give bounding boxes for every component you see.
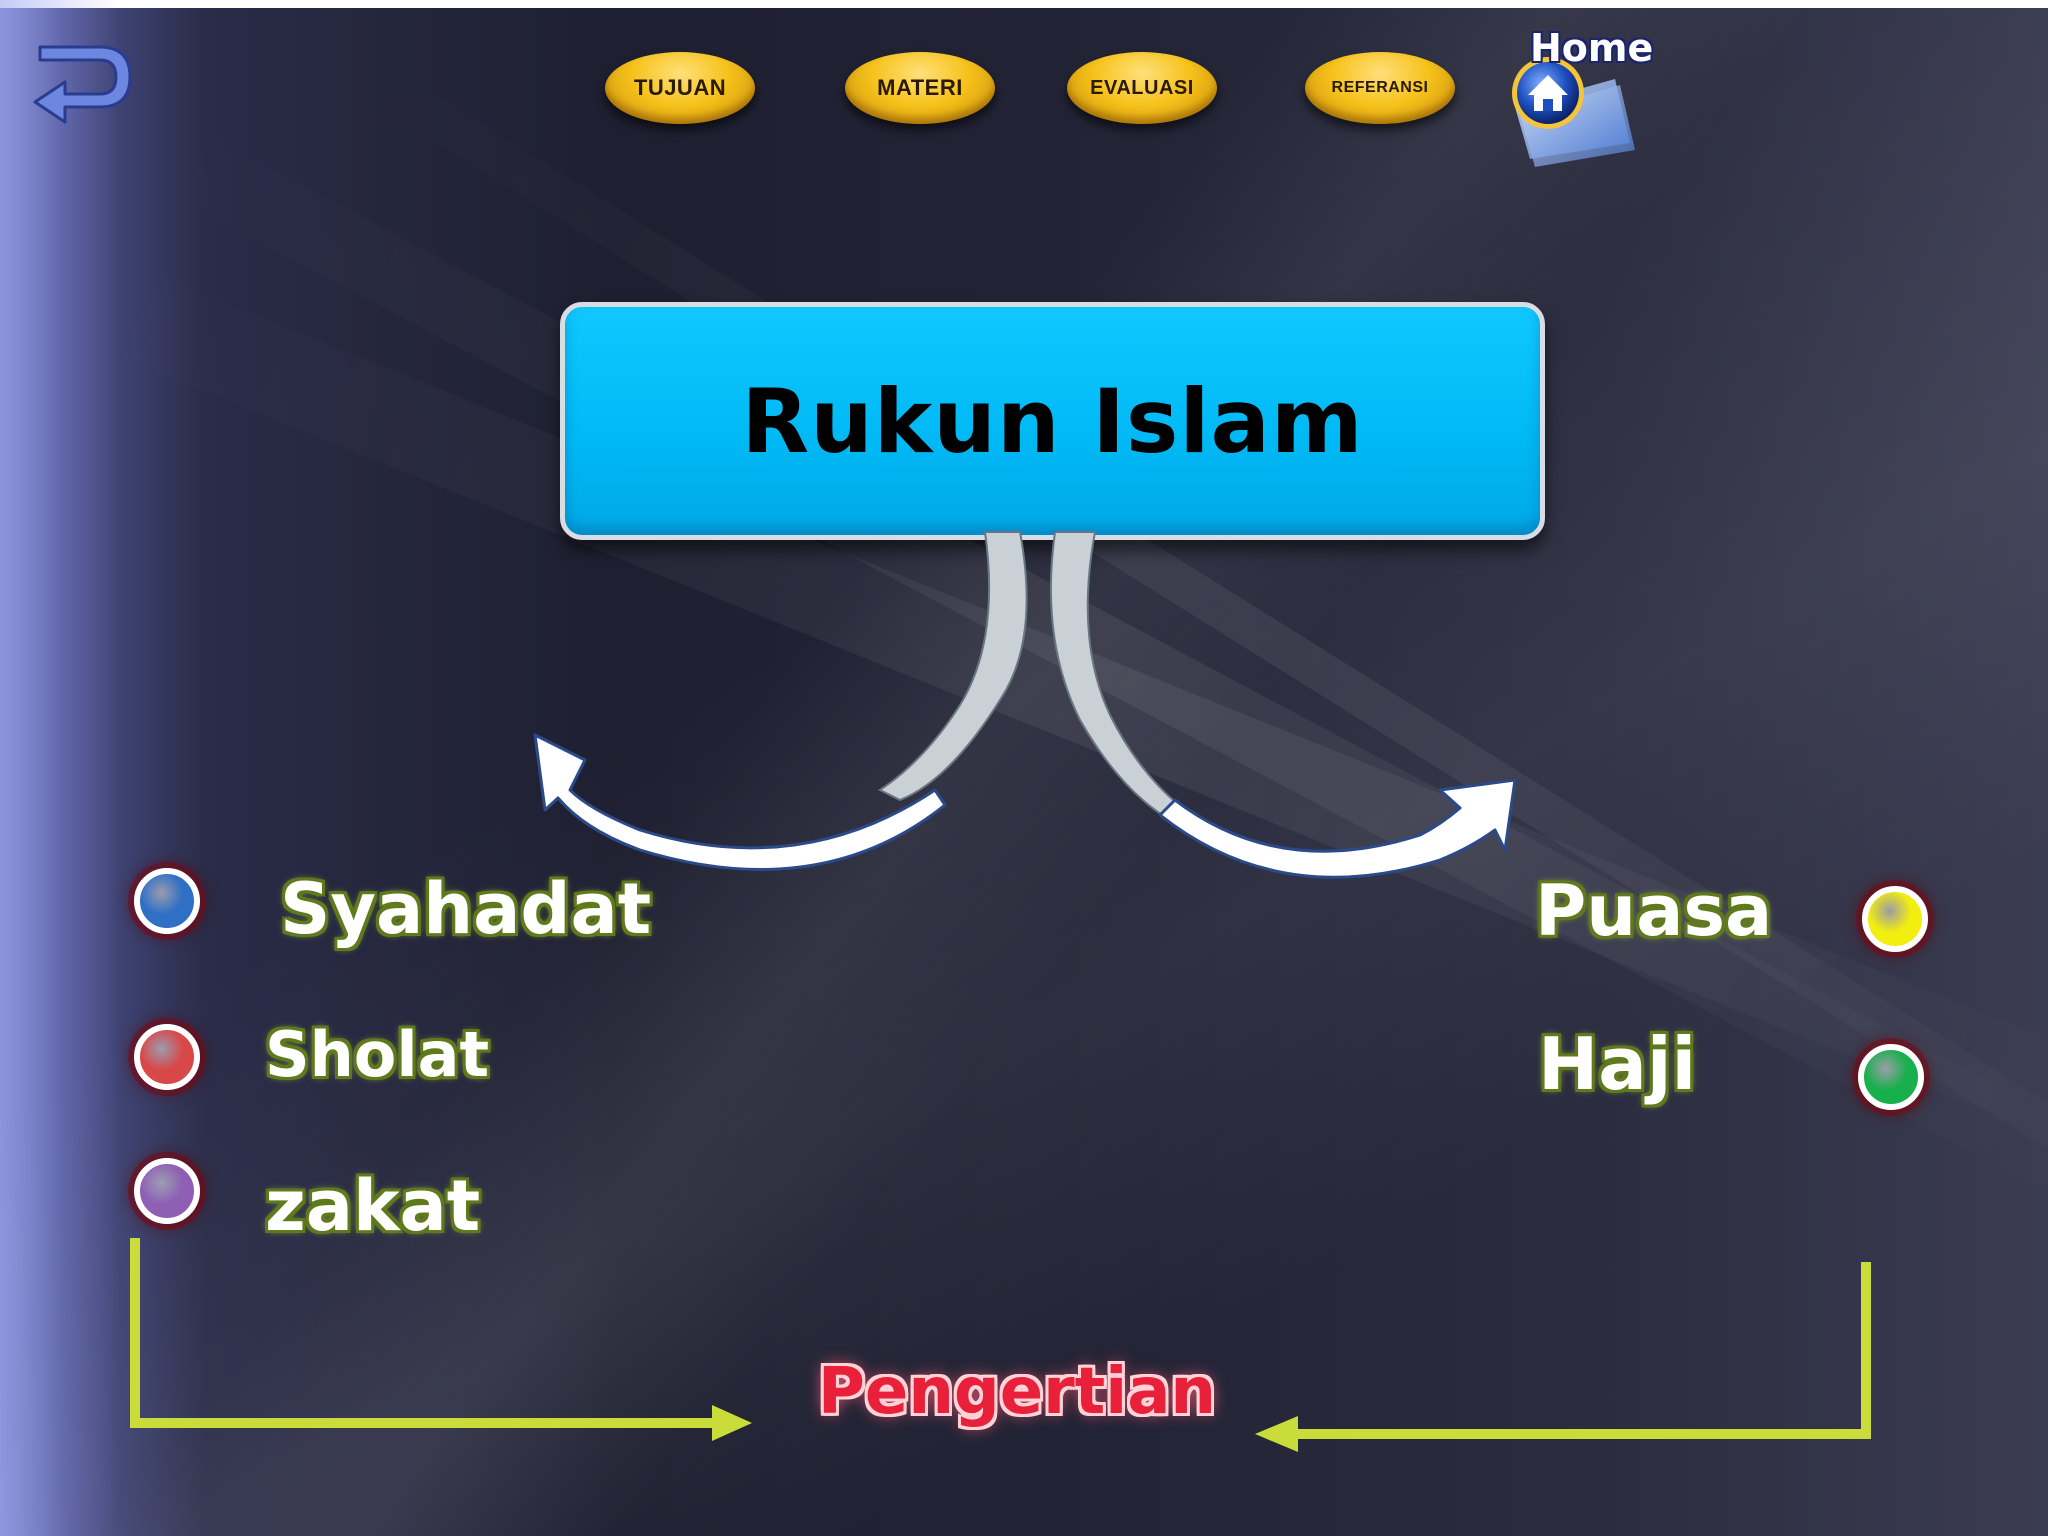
- back-button[interactable]: [30, 32, 140, 132]
- home-label[interactable]: Home: [1530, 26, 1654, 70]
- pillar-sholat[interactable]: Sholat: [265, 1018, 490, 1091]
- nav-materi-button[interactable]: MATERI: [845, 52, 995, 124]
- nav-referansi-label: REFERANSI: [1331, 79, 1429, 96]
- syahadat-dot[interactable]: [134, 868, 200, 934]
- pillar-zakat[interactable]: zakat: [265, 1165, 481, 1247]
- haji-dot[interactable]: [1858, 1044, 1924, 1110]
- pillar-haji[interactable]: Haji: [1538, 1022, 1697, 1106]
- nav-evaluasi-label: EVALUASI: [1090, 76, 1194, 99]
- page-title: Rukun Islam: [741, 369, 1364, 473]
- nav-materi-label: MATERI: [877, 75, 963, 100]
- puasa-dot[interactable]: [1862, 886, 1928, 952]
- left-glow: [0, 0, 120, 1536]
- pillar-puasa[interactable]: Puasa: [1535, 870, 1773, 952]
- pengertian-link[interactable]: Pengertian: [818, 1355, 1216, 1429]
- zakat-dot[interactable]: [134, 1158, 200, 1224]
- nav-tujuan-label: TUJUAN: [633, 75, 727, 100]
- left-bottom-arrow: [130, 1238, 720, 1428]
- light-streak: [358, 60, 2048, 1260]
- title-box: Rukun Islam: [560, 302, 1545, 540]
- left-bottom-arrowhead: [712, 1405, 752, 1441]
- home-button[interactable]: [1500, 55, 1640, 170]
- nav-tujuan-button[interactable]: TUJUAN: [605, 52, 755, 124]
- nav-referansi-button[interactable]: REFERANSI: [1305, 52, 1455, 124]
- pillar-syahadat[interactable]: Syahadat: [280, 868, 652, 950]
- top-border: [0, 0, 2048, 8]
- nav-evaluasi-button[interactable]: EVALUASI: [1067, 52, 1217, 124]
- right-bottom-arrowhead: [1255, 1416, 1298, 1452]
- right-bottom-arrow: [1290, 1262, 1871, 1439]
- sholat-dot[interactable]: [134, 1024, 200, 1090]
- left-curved-arrow: [533, 733, 947, 871]
- home-icon: [1512, 57, 1635, 167]
- back-arrow-icon: [33, 45, 132, 124]
